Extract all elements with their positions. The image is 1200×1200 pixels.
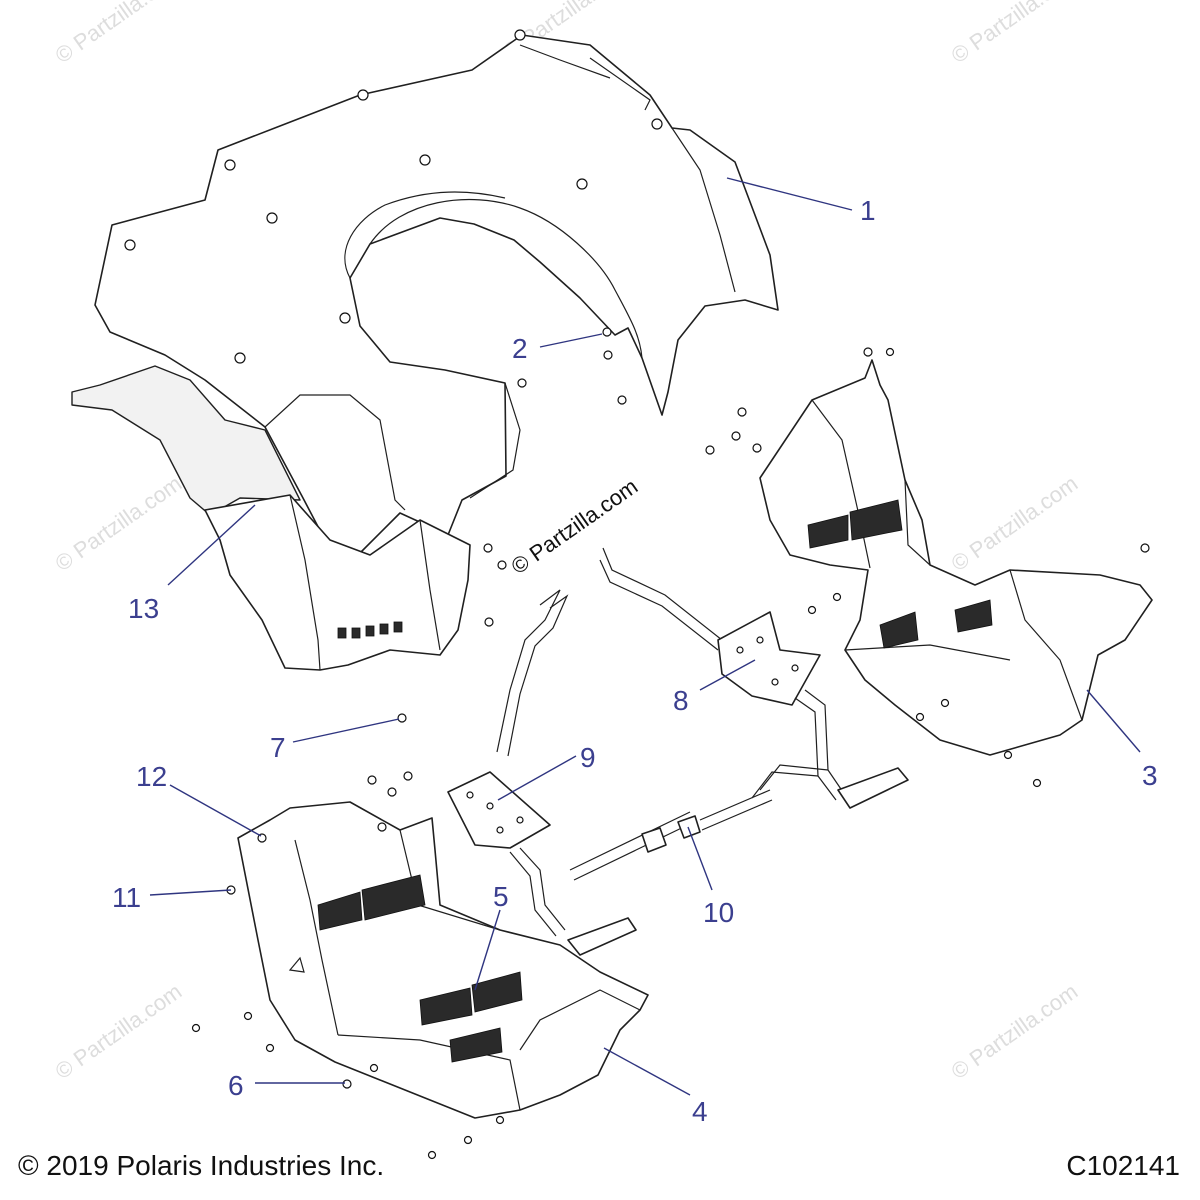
leader-2 — [539, 333, 603, 348]
callout-1: 1 — [860, 195, 876, 226]
part-4-left-footwell — [191, 771, 649, 1160]
callout-11: 11 — [112, 882, 141, 913]
leader-5 — [474, 909, 501, 991]
part-3-fasteners — [705, 347, 1150, 788]
part-4-tread-plates — [317, 874, 523, 1063]
watermark-mid-right: © Partzilla.com — [947, 471, 1083, 577]
callout-2: 2 — [512, 333, 528, 364]
leader-4 — [603, 1047, 691, 1096]
leader-9 — [497, 755, 577, 801]
watermark-top-left: © Partzilla.com — [51, 0, 187, 68]
part-8-9-10-frame-brackets — [447, 547, 909, 956]
diagram-code: C102141 — [1066, 1150, 1180, 1181]
watermark-center: © Partzilla.com — [507, 474, 643, 580]
copyright-notice: © 2019 Polaris Industries Inc. — [18, 1150, 385, 1181]
leader-8 — [699, 659, 756, 691]
watermark-bottom-left: © Partzilla.com — [51, 979, 187, 1085]
part-1-rear-fender — [94, 29, 779, 554]
callout-12: 12 — [136, 761, 167, 792]
leader-3 — [1086, 689, 1141, 753]
leader-12 — [169, 784, 262, 837]
watermark-top-right: © Partzilla.com — [947, 0, 1083, 68]
callout-6: 6 — [228, 1070, 244, 1101]
part-13-left-splash-panel — [71, 365, 471, 671]
leader-10 — [687, 826, 713, 891]
part-1-rivets — [124, 29, 663, 364]
part-3-right-footwell — [705, 347, 1153, 788]
leader-1 — [726, 177, 853, 211]
callout-4: 4 — [692, 1096, 708, 1127]
part-13-grille — [337, 621, 403, 639]
callout-labels: 1 2 3 4 5 6 7 8 9 10 11 12 13 — [112, 195, 1158, 1127]
callout-9: 9 — [580, 742, 596, 773]
callout-8: 8 — [673, 685, 689, 716]
leader-7 — [292, 718, 400, 743]
callout-leaders — [149, 177, 1141, 1096]
callout-5: 5 — [493, 881, 509, 912]
watermark-bottom-right: © Partzilla.com — [947, 979, 1083, 1085]
callout-13: 13 — [128, 593, 159, 624]
leader-13 — [167, 504, 256, 586]
callout-3: 3 — [1142, 760, 1158, 791]
leader-11 — [149, 889, 232, 896]
callout-7: 7 — [270, 732, 286, 763]
part-3-tread-plates — [807, 499, 993, 649]
watermark-mid-left: © Partzilla.com — [51, 471, 187, 577]
callout-10: 10 — [703, 897, 734, 928]
